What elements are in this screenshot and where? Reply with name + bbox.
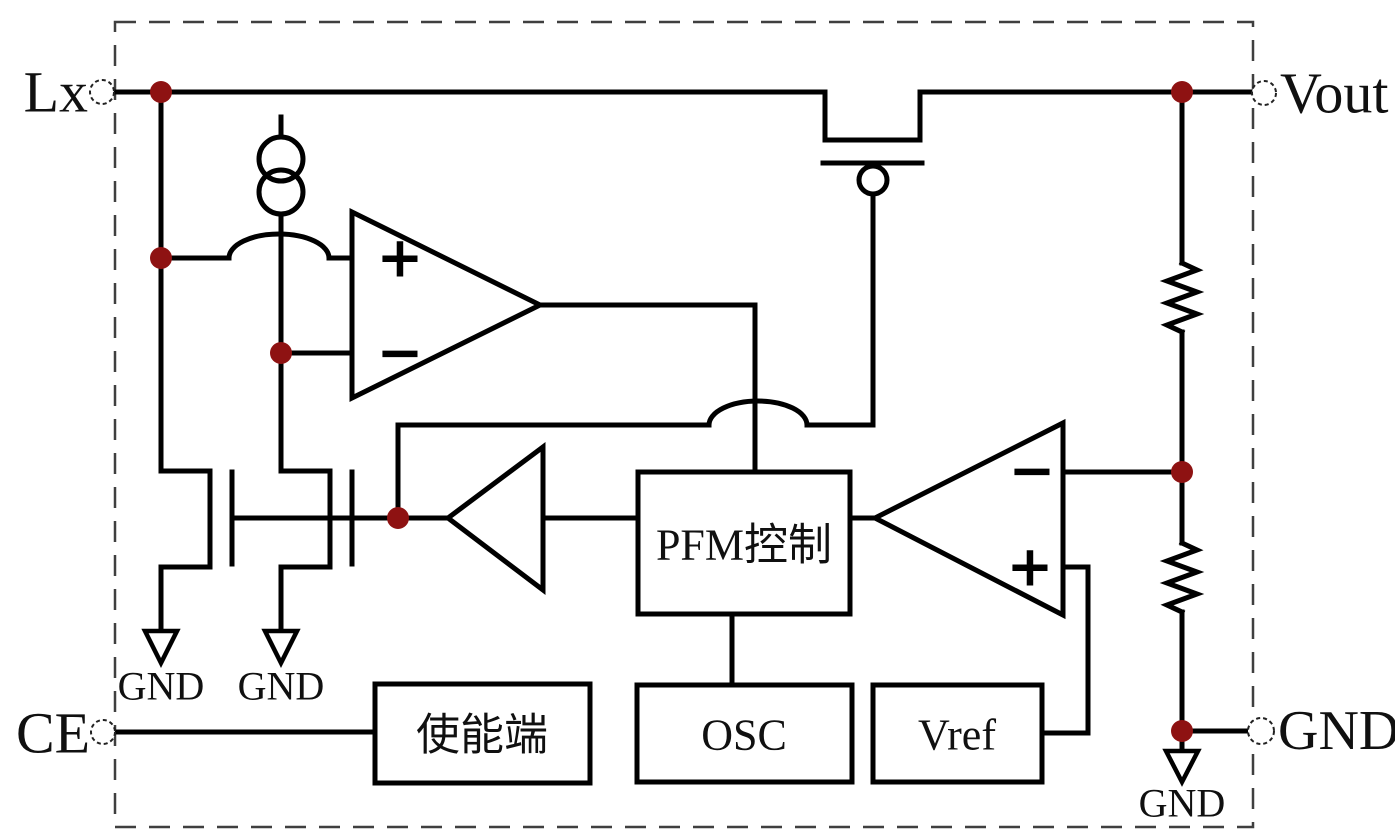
wire-current-source-nmos2-channel bbox=[278, 211, 333, 634]
wire-plus-input-with-hop bbox=[158, 231, 355, 261]
resistor-top bbox=[1159, 259, 1205, 336]
junction-dot bbox=[387, 507, 409, 529]
pin-gnd-label: GND bbox=[1278, 700, 1395, 762]
pin-gnd bbox=[1247, 717, 1275, 745]
block-osc-label: OSC bbox=[701, 711, 787, 760]
current-source-circle-bottom bbox=[256, 167, 306, 217]
wire-lx-branch-nmos1-channel bbox=[158, 89, 213, 634]
pin-vout bbox=[1251, 80, 1277, 106]
junction-dot bbox=[1171, 81, 1193, 103]
comparator1-minus-sign: − bbox=[377, 321, 424, 386]
junction-dot bbox=[150, 81, 172, 103]
comparator2-plus-sign: + bbox=[1007, 535, 1054, 600]
block-vref-label: Vref bbox=[918, 711, 996, 760]
pin-lx-label: Lx bbox=[24, 60, 88, 125]
junction-dot bbox=[1171, 720, 1193, 742]
comparator1-plus-sign: + bbox=[377, 226, 424, 291]
gnd-arrow-nmos1 bbox=[141, 628, 181, 669]
inverter-driver bbox=[443, 442, 546, 596]
block-vref bbox=[870, 682, 1045, 785]
block-osc bbox=[634, 682, 855, 785]
pin-ce bbox=[90, 719, 116, 745]
junction-dot bbox=[270, 342, 292, 364]
current-source-circle-top bbox=[256, 134, 306, 184]
gnd-label-divider: GND bbox=[1139, 781, 1226, 826]
comparator-voltage bbox=[869, 418, 1066, 620]
ic-boundary bbox=[113, 20, 1255, 829]
resistor-bottom bbox=[1159, 539, 1205, 616]
wire-driver-to-pmos-gate-with-hop bbox=[395, 191, 876, 521]
block-pfm-label: PFM控制 bbox=[656, 521, 832, 570]
junction-dot bbox=[1171, 461, 1193, 483]
pmos-gate-bubble bbox=[856, 163, 890, 197]
comparator-current-sense bbox=[349, 207, 546, 403]
pin-ce-label: CE bbox=[16, 701, 90, 766]
junction-dot bbox=[150, 247, 172, 269]
comparator2-minus-sign: − bbox=[1009, 439, 1056, 504]
pin-vout-label: Vout bbox=[1280, 61, 1389, 126]
gnd-arrow-nmos2 bbox=[261, 628, 301, 669]
wire-comparator1-output-to-pfm bbox=[537, 302, 758, 475]
gnd-label-nmos1: GND bbox=[118, 664, 205, 709]
block-enable bbox=[372, 681, 593, 786]
gnd-label-nmos2: GND bbox=[238, 664, 325, 709]
wire-vref-to-plus bbox=[1041, 564, 1091, 736]
wire-top-rail-pmos-channel bbox=[110, 89, 1254, 143]
gnd-arrow-divider bbox=[1162, 748, 1202, 787]
pin-lx bbox=[89, 79, 115, 105]
block-pfm-control bbox=[635, 469, 853, 617]
block-enable-label: 使能端 bbox=[416, 711, 548, 760]
